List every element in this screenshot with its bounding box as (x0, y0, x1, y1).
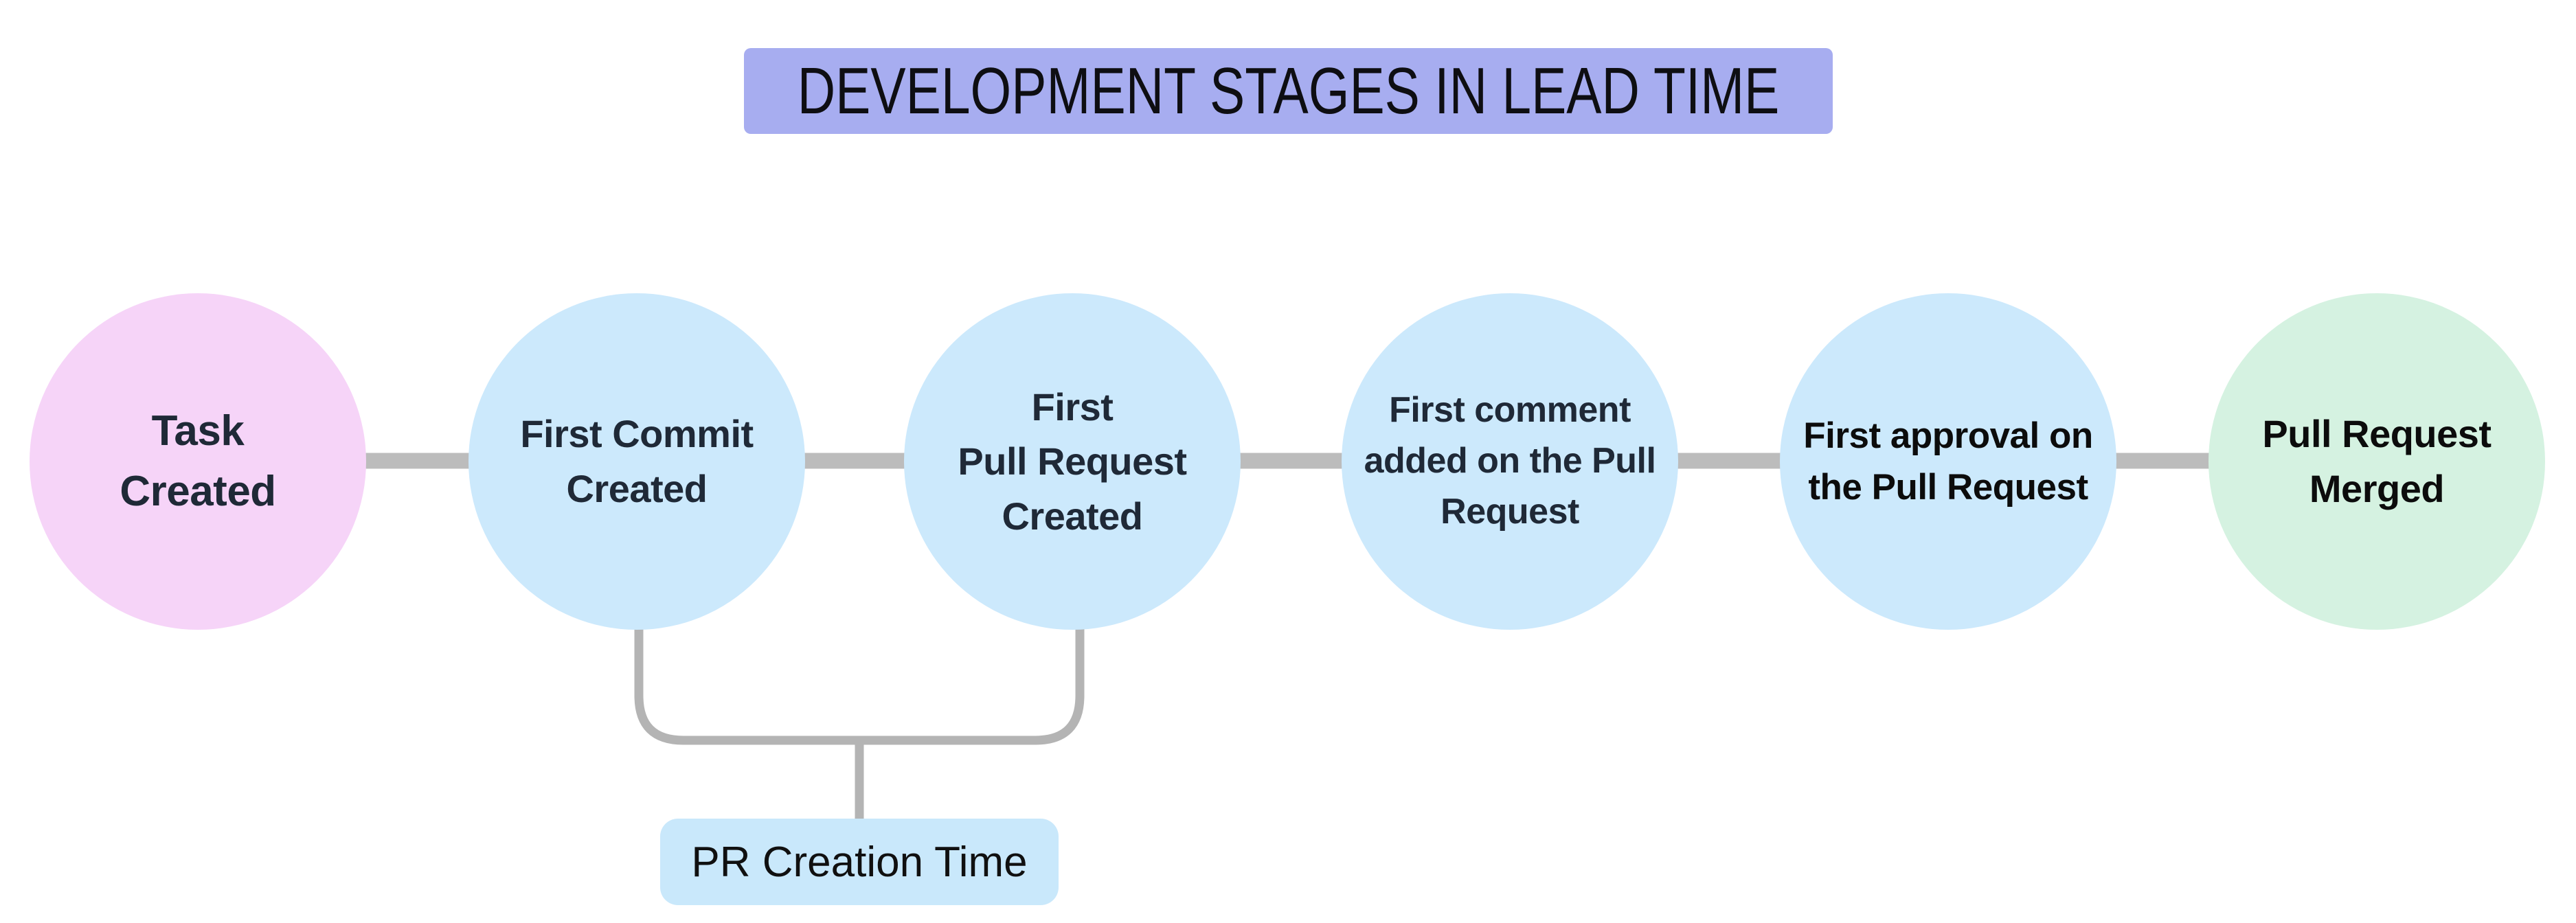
stage-node: First comment added on the Pull Request (1342, 293, 1678, 630)
stage-node: Pull Request Merged (2208, 293, 2545, 630)
stage-node-label: First approval on the Pull Request (1803, 415, 2093, 508)
stage-node: First Commit Created (468, 293, 805, 630)
stage-node-label: Pull Request Merged (2262, 412, 2492, 510)
stage-node: First Pull Request Created (904, 293, 1241, 630)
stage-node-label: Task Created (120, 407, 276, 515)
page-title-text: DEVELOPMENT STAGES IN LEAD TIME (797, 54, 1780, 128)
pr-creation-time-chip: PR Creation Time (660, 819, 1059, 905)
stage-node-label: First Commit Created (520, 412, 754, 510)
page-title: DEVELOPMENT STAGES IN LEAD TIME (744, 48, 1833, 134)
pr-creation-bracket (634, 604, 1085, 745)
stage-node: First approval on the Pull Request (1780, 293, 2116, 630)
stage-node-label: First comment added on the Pull Request (1364, 390, 1656, 532)
stage-node: Task Created (30, 293, 366, 630)
pr-creation-time-label: PR Creation Time (691, 838, 1028, 886)
stage-node-label: First Pull Request Created (958, 385, 1187, 538)
